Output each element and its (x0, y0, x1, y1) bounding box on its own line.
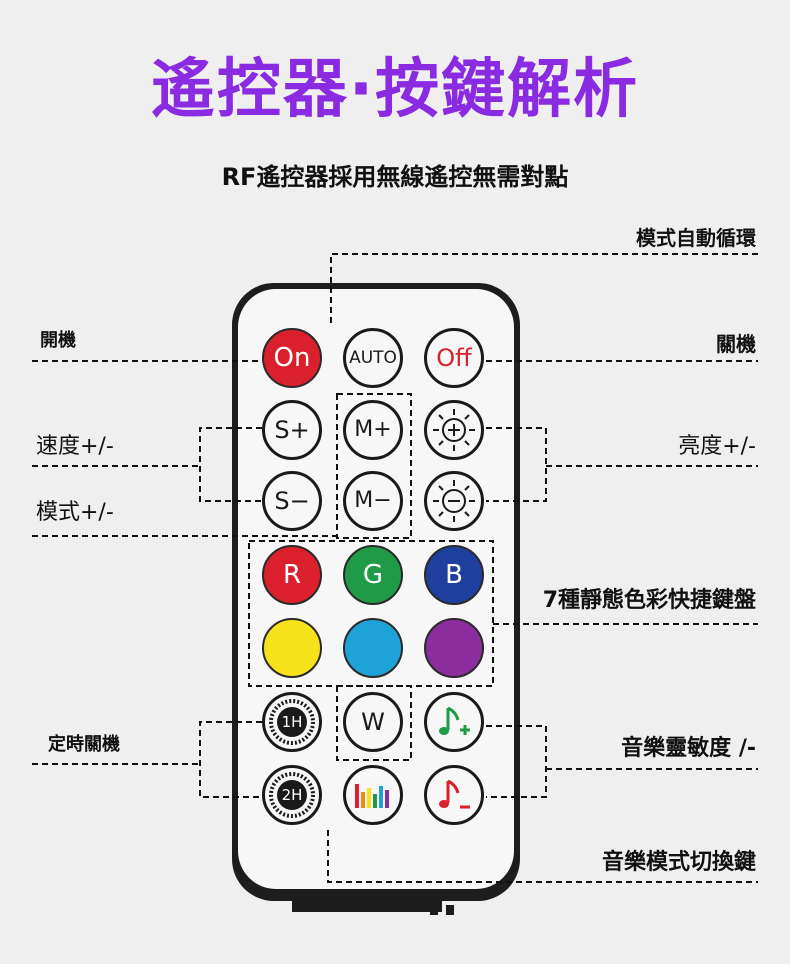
white-button-label: W (361, 708, 385, 736)
mode-up-label: M+ (354, 417, 392, 442)
mode-down-label: M− (354, 488, 392, 513)
sun-minus-icon (433, 480, 475, 522)
green-button-label: G (362, 560, 384, 590)
red-button-label: R (282, 560, 302, 590)
remote-connector-pin (430, 905, 438, 915)
label-auto-cycle: 模式自動循環 (636, 226, 756, 250)
purple-button[interactable] (424, 618, 484, 678)
speed-up-button[interactable]: S+ (262, 400, 322, 460)
on-button[interactable]: On (262, 328, 322, 388)
auto-button-label: AUTO (349, 347, 397, 368)
mode-up-button[interactable]: M+ (343, 400, 403, 460)
timer-dial-icon (269, 772, 315, 818)
off-button[interactable]: Off (424, 328, 484, 388)
label-power-off: 關機 (716, 332, 756, 356)
timer-2h-label: 2H (281, 785, 303, 804)
music-note-minus-icon (439, 779, 470, 809)
sensitivity-up-button[interactable] (424, 692, 484, 752)
white-button[interactable]: W (343, 692, 403, 752)
page-title: 遙控器·按鍵解析 (150, 53, 640, 127)
yellow-button[interactable] (262, 618, 322, 678)
remote-connector (292, 898, 442, 912)
speed-down-label: S− (274, 487, 310, 515)
subtitle: RF遙控器採用無線遙控無需對點 (221, 163, 569, 191)
label-timer: 定時關機 (48, 734, 120, 755)
sun-plus-icon (433, 409, 475, 451)
timer-1h-label: 1H (281, 712, 303, 731)
label-music-mode: 音樂模式切換鍵 (601, 850, 756, 875)
music-mode-button[interactable] (343, 765, 403, 825)
music-note-plus-icon (439, 706, 470, 735)
sensitivity-down-button[interactable] (424, 765, 484, 825)
on-button-label: On (273, 343, 311, 373)
timer-dial-icon (269, 699, 315, 745)
label-mode: 模式+/- (36, 500, 114, 525)
label-sensitivity: 音樂靈敏度 /- (621, 736, 756, 761)
brightness-down-button[interactable] (424, 471, 484, 531)
remote-connector-pin (446, 905, 454, 915)
mode-down-button[interactable]: M− (343, 471, 403, 531)
brightness-up-button[interactable] (424, 400, 484, 460)
label-power-on: 開機 (40, 330, 76, 351)
speed-up-label: S+ (274, 416, 310, 444)
green-button[interactable]: G (343, 545, 403, 605)
timer-2h-button[interactable]: 2H (262, 765, 322, 825)
blue-button[interactable]: B (424, 545, 484, 605)
red-button[interactable]: R (262, 545, 322, 605)
label-speed: 速度+/- (36, 434, 114, 459)
label-brightness: 亮度+/- (678, 434, 756, 459)
timer-1h-button[interactable]: 1H (262, 692, 322, 752)
label-static-colors: 7種靜態色彩快捷鍵盤 (542, 588, 756, 613)
off-button-label: Off (436, 344, 472, 372)
blue-button-label: B (445, 560, 463, 590)
auto-button[interactable]: AUTO (343, 328, 403, 388)
cyan-button[interactable] (343, 618, 403, 678)
equalizer-icon (355, 784, 389, 808)
speed-down-button[interactable]: S− (262, 471, 322, 531)
